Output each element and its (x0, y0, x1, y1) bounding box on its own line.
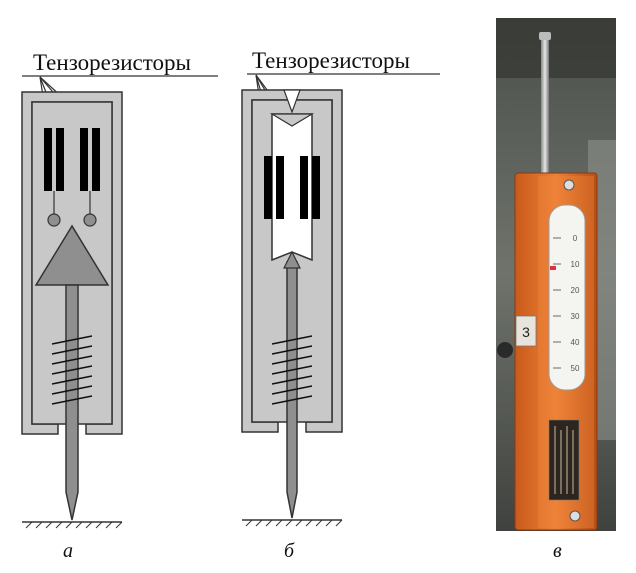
label-strain-gauges-b: Тензорезисторы (252, 48, 410, 73)
side-tag-c (515, 315, 537, 347)
side-tag-number: 3 (522, 324, 530, 340)
scale-label-40: 40 (571, 338, 580, 347)
scale-label-10: 10 (571, 260, 580, 269)
scale-label-20: 20 (571, 286, 580, 295)
caption-a: а (63, 540, 73, 562)
scale-window-c (548, 204, 586, 391)
nameplate-text-lines-c (554, 426, 574, 494)
screw-bottom-c (569, 510, 581, 522)
strain-gauges-b (264, 156, 320, 219)
nameplate-c (548, 419, 580, 501)
probe-rod-c (541, 36, 549, 176)
scale-label-30: 30 (571, 312, 580, 321)
knob-c (497, 342, 513, 358)
pointer-mark-c (550, 266, 556, 270)
strain-gauges-a (44, 128, 100, 191)
caption-b: б (284, 540, 295, 562)
photo-shadow-top (496, 18, 616, 78)
ground-hatching-a (25, 521, 123, 529)
diagram-b (241, 73, 440, 527)
scale-label-0: 0 (573, 234, 578, 243)
label-strain-gauges-a: Тензорезисторы (33, 50, 191, 75)
diagram-a (21, 75, 218, 529)
photo-c: 0 10 20 30 40 50 3 (496, 18, 616, 531)
contact-wires-a (53, 191, 91, 214)
ground-hatching-b (245, 519, 343, 527)
shaft-tip-b (283, 250, 301, 269)
spring-a (51, 335, 93, 405)
rod-cap-c (539, 32, 551, 40)
caption-c: в (553, 540, 562, 562)
contact-left-a (47, 213, 61, 227)
probe-shaft-a (65, 284, 79, 521)
screw-top-c (563, 179, 575, 191)
contact-right-a (83, 213, 97, 227)
elastic-element-top-b (269, 113, 315, 127)
scale-ticks-c (553, 237, 561, 369)
top-notch-b (283, 89, 301, 114)
spring-b (271, 335, 313, 405)
scale-label-50: 50 (571, 364, 580, 373)
